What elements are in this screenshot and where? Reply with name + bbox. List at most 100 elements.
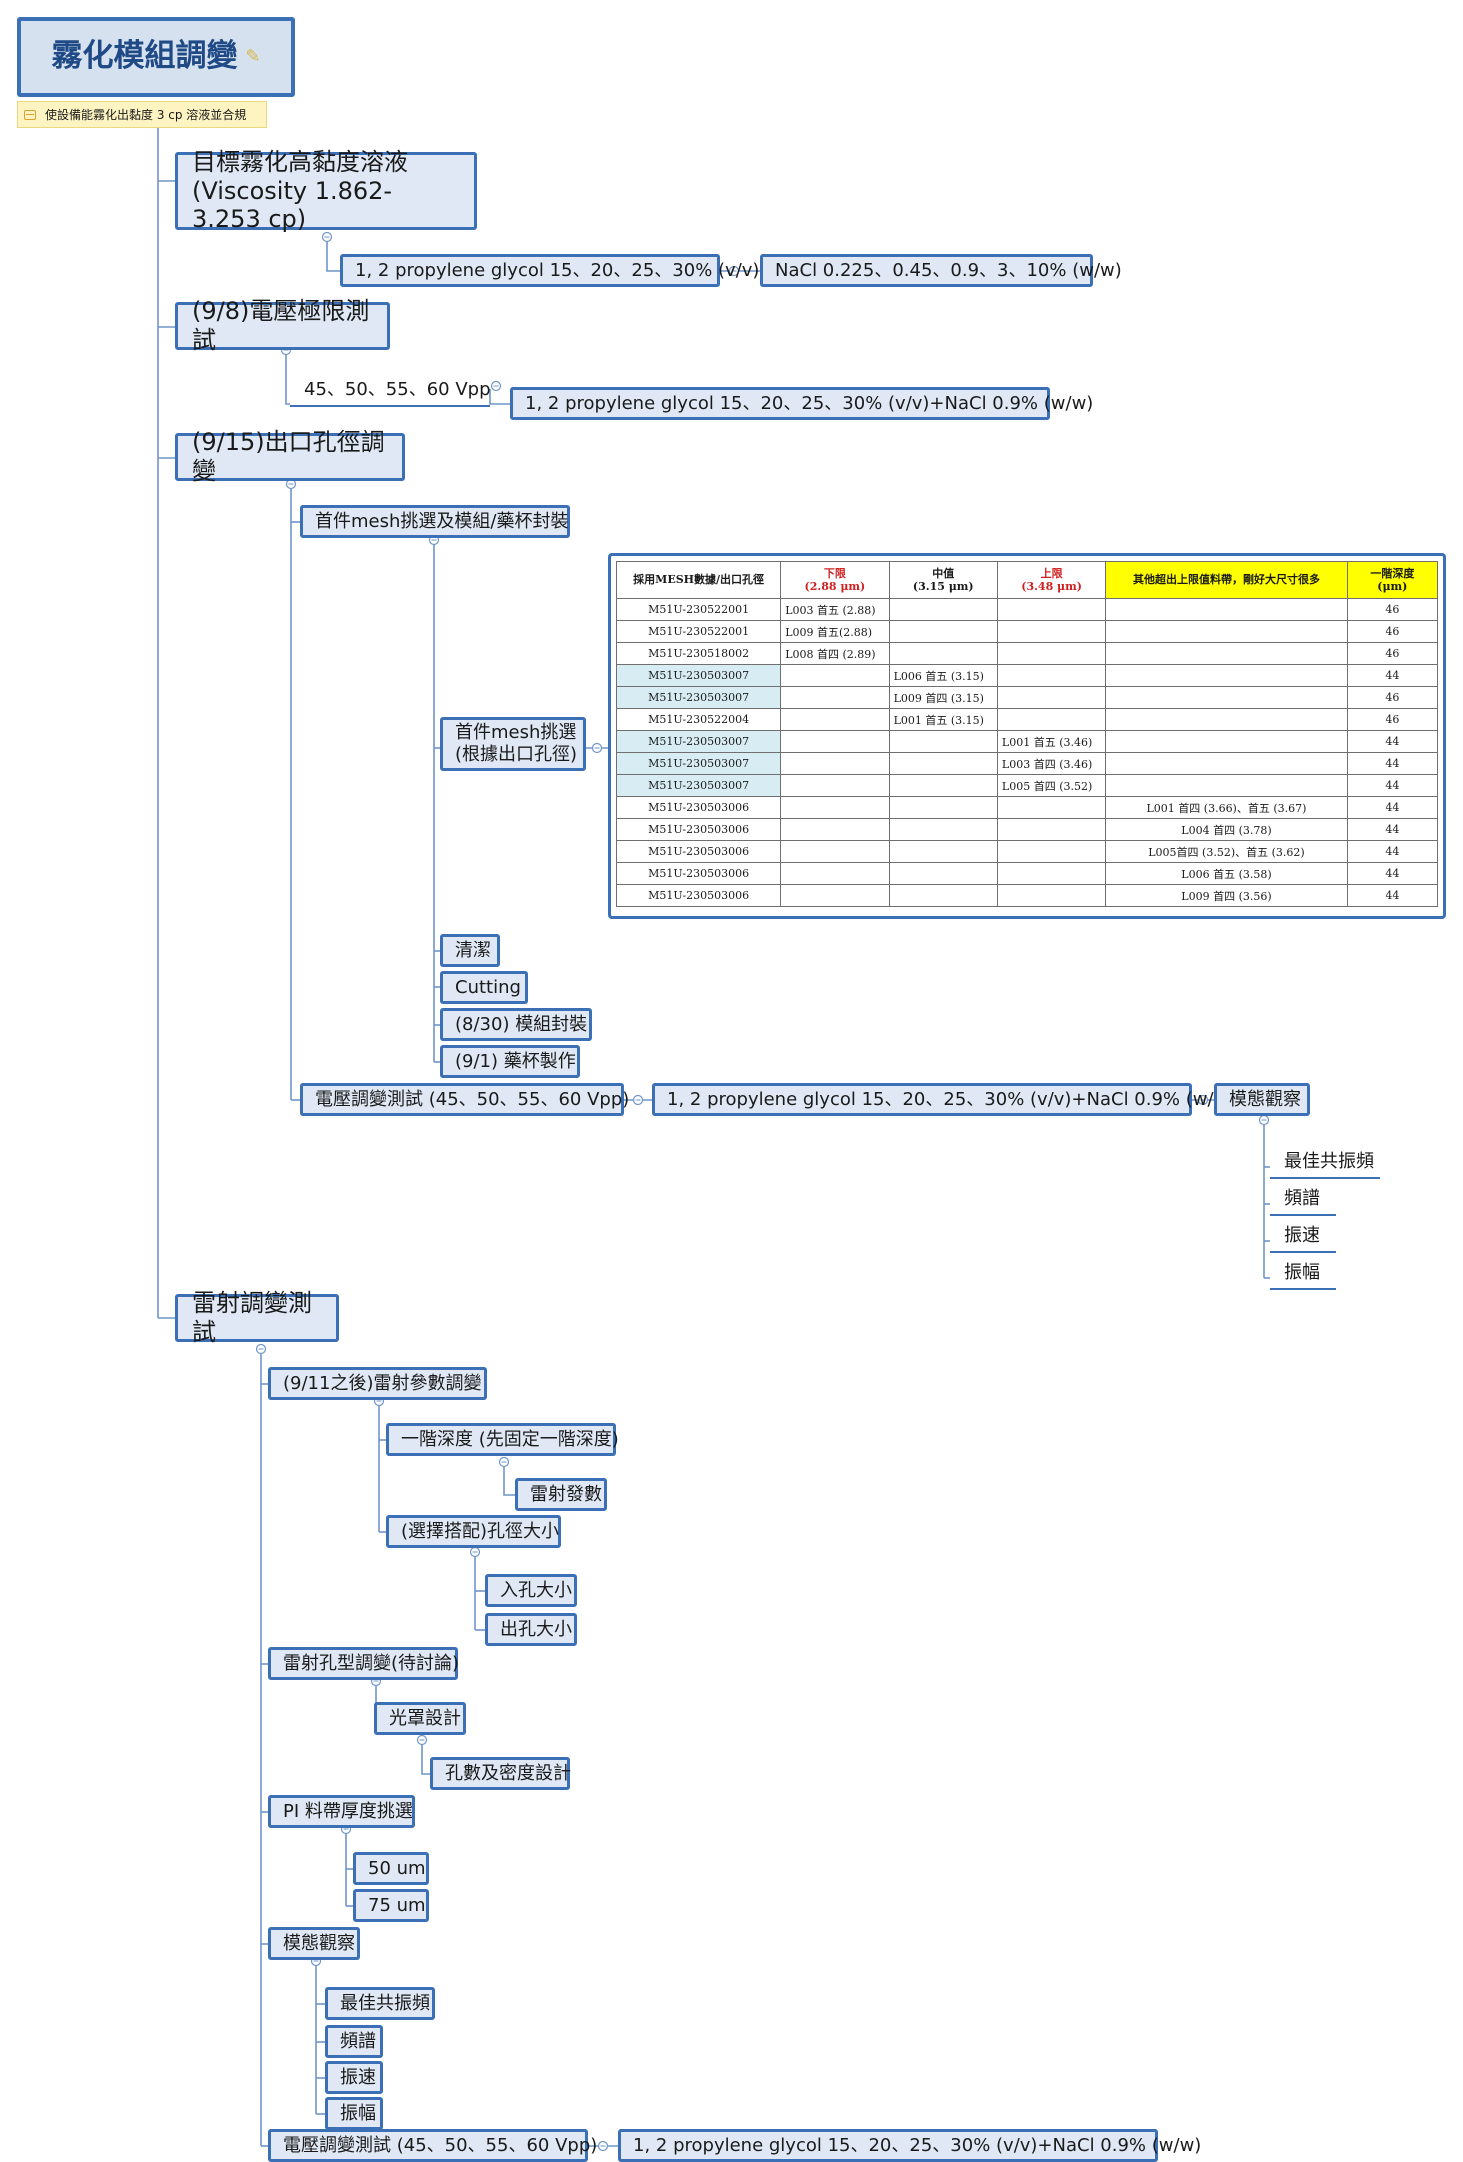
mesh-cell-mesh: M51U-230503006 xyxy=(615,796,782,819)
laser-node[interactable]: 雷射調變測試 xyxy=(175,1289,339,1346)
mesh-cell-upper xyxy=(996,686,1107,709)
aperture-modal: 模態觀察 xyxy=(1229,1088,1301,1110)
first-depth-node[interactable]: 一階深度 (先固定一階深度) xyxy=(386,1423,619,1456)
mesh-cell-mesh: M51U-230503006 xyxy=(615,840,782,863)
vpp-values: 45、50、55、60 Vpp xyxy=(304,379,491,400)
pi-50um-node[interactable]: 50 um xyxy=(353,1852,429,1885)
aperture-modal-amplitude[interactable]: 振幅 xyxy=(1270,1258,1336,1290)
aperture-solution-node[interactable]: 1, 2 propylene glycol 15、20、25、30% (v/v)… xyxy=(652,1083,1235,1116)
mesh-cell-mesh: M51U-230503007 xyxy=(615,730,782,753)
mesh-cell-other: L001 首四 (3.66)、首五 (3.67) xyxy=(1105,796,1348,819)
laser-param-node[interactable]: (9/11之後)雷射參數調變 xyxy=(268,1367,487,1400)
edit-icon[interactable]: ✎ xyxy=(245,46,261,68)
root-note-text: 使設備能霧化出黏度 3 cp 溶液並合規 xyxy=(45,108,247,122)
voltage-limit-solution-node[interactable]: 1, 2 propylene glycol 15、20、25、30% (v/v)… xyxy=(510,387,1093,420)
mesh-cell-upper xyxy=(996,884,1107,907)
aperture-modal-resonance[interactable]: 最佳共振頻 xyxy=(1270,1147,1380,1179)
first-article-node[interactable]: 首件mesh挑選及模組/藥杯封裝 xyxy=(300,505,570,538)
laser-voltage-test-node[interactable]: 電壓調變測試 (45、50、55、60 Vpp) xyxy=(268,2129,597,2162)
root-topic[interactable]: 霧化模組調變 ✎ xyxy=(17,17,295,97)
laser-modal-velocity-node[interactable]: 振速 xyxy=(325,2061,383,2094)
mesh-cell-mid xyxy=(888,840,998,863)
aperture-modal-resonance-text: 最佳共振頻 xyxy=(1284,1151,1374,1172)
laser-shots-node[interactable]: 雷射發數 xyxy=(515,1478,607,1511)
laser-modal-amplitude-node[interactable]: 振幅 xyxy=(325,2097,383,2130)
count-density-node[interactable]: 孔數及密度設計 xyxy=(430,1757,571,1790)
laser-modal-node[interactable]: 模態觀察 xyxy=(268,1927,360,1960)
aperture-node[interactable]: (9/15)出口孔徑調變 xyxy=(175,428,405,485)
mesh-table: 採用MESH數據/出口孔徑 下限 (2.88 μm) 中值 (3.15 μm) … xyxy=(615,561,1439,907)
mesh-header-upper: 上限 (3.48 μm) xyxy=(996,561,1107,599)
step-module-package-node[interactable]: (8/30) 模組封裝 xyxy=(440,1008,592,1041)
mesh-cell-other xyxy=(1105,664,1348,687)
pi-thickness: PI 料帶厚度挑選 xyxy=(283,1800,413,1822)
mesh-header-source: 採用MESH數據/出口孔徑 xyxy=(615,561,782,599)
step-cup-node[interactable]: (9/1) 藥杯製作 xyxy=(440,1045,580,1078)
mesh-cell-lower xyxy=(780,818,890,841)
mesh-table-row: M51U-230503006 L009 首四 (3.56)44 xyxy=(615,884,1439,907)
mesh-table-header: 採用MESH數據/出口孔徑 下限 (2.88 μm) 中值 (3.15 μm) … xyxy=(615,561,1439,599)
hole-type-node[interactable]: 雷射孔型調變(待討論) xyxy=(268,1647,460,1680)
mesh-cell-mid xyxy=(888,598,998,621)
aperture-modal-spectrum[interactable]: 頻譜 xyxy=(1270,1184,1336,1216)
vpp-values-node[interactable]: 45、50、55、60 Vpp xyxy=(290,375,491,407)
inlet-size-node[interactable]: 入孔大小 xyxy=(485,1574,577,1607)
outlet-size-node[interactable]: 出孔大小 xyxy=(485,1613,577,1646)
pi-75um-node[interactable]: 75 um xyxy=(353,1889,429,1922)
aperture-modal-node[interactable]: 模態觀察 xyxy=(1214,1083,1310,1116)
mesh-cell-depth: 46 xyxy=(1346,642,1439,665)
step-cup: (9/1) 藥杯製作 xyxy=(455,1050,576,1072)
hole-size-node[interactable]: (選擇搭配)孔徑大小 xyxy=(386,1515,561,1548)
mesh-cell-mesh: M51U-230522004 xyxy=(615,708,782,731)
pi-thickness-node[interactable]: PI 料帶厚度挑選 xyxy=(268,1795,415,1828)
mesh-cell-upper: L001 首五 (3.46) xyxy=(996,730,1107,753)
mesh-table-node[interactable]: 採用MESH數據/出口孔徑 下限 (2.88 μm) 中值 (3.15 μm) … xyxy=(608,553,1446,919)
hole-type: 雷射孔型調變(待討論) xyxy=(283,1652,460,1674)
mesh-cell-mid: L001 首五 (3.15) xyxy=(888,708,998,731)
mesh-cell-other xyxy=(1105,752,1348,775)
outlet-size: 出孔大小 xyxy=(500,1618,572,1640)
voltage-limit-label: (9/8)電壓極限測試 xyxy=(192,297,370,354)
mesh-header-mid: 中值 (3.15 μm) xyxy=(888,561,998,599)
mesh-cell-depth: 44 xyxy=(1346,862,1439,885)
target-viscosity-node[interactable]: 目標霧化高黏度溶液 (Viscosity 1.862-3.253 cp) xyxy=(175,148,477,233)
mesh-cell-lower: L008 首四 (2.89) xyxy=(780,642,890,665)
step-cleaning: 清潔 xyxy=(455,939,491,961)
laser-solution-node[interactable]: 1, 2 propylene glycol 15、20、25、30% (v/v)… xyxy=(618,2129,1201,2162)
target-pg-range-node[interactable]: 1, 2 propylene glycol 15、20、25、30% (v/v) xyxy=(340,254,759,287)
mesh-cell-mesh: M51U-230503006 xyxy=(615,884,782,907)
laser-modal-spectrum-node[interactable]: 頻譜 xyxy=(325,2025,383,2058)
step-cutting-node[interactable]: Cutting xyxy=(440,971,528,1004)
aperture-modal-velocity[interactable]: 振速 xyxy=(1270,1221,1336,1253)
mesh-cell-other: L006 首五 (3.58) xyxy=(1105,862,1348,885)
mesh-cell-other: L009 首四 (3.56) xyxy=(1105,884,1348,907)
mesh-select-node[interactable]: 首件mesh挑選 (根據出口孔徑) xyxy=(440,717,586,771)
mesh-cell-lower: L003 首五 (2.88) xyxy=(780,598,890,621)
step-cleaning-node[interactable]: 清潔 xyxy=(440,934,500,967)
voltage-limit-node[interactable]: (9/8)電壓極限測試 xyxy=(175,297,390,354)
aperture-voltage-test-node[interactable]: 電壓調變測試 (45、50、55、60 Vpp) xyxy=(300,1083,629,1116)
mesh-cell-mid xyxy=(888,620,998,643)
mesh-cell-mesh: M51U-230518002 xyxy=(615,642,782,665)
mesh-cell-upper xyxy=(996,862,1107,885)
laser-solution: 1, 2 propylene glycol 15、20、25、30% (v/v)… xyxy=(633,2134,1202,2156)
mesh-cell-other xyxy=(1105,774,1348,797)
root-note[interactable]: 使設備能霧化出黏度 3 cp 溶液並合規 xyxy=(17,101,267,128)
laser-modal-resonance: 最佳共振頻 xyxy=(340,1992,430,2014)
target-nacl-range-node[interactable]: NaCl 0.225、0.45、0.9、3、10% (w/w) xyxy=(760,254,1122,287)
mask-design-node[interactable]: 光罩設計 xyxy=(374,1702,466,1735)
mesh-cell-depth: 44 xyxy=(1346,884,1439,907)
aperture-voltage-test: 電壓調變測試 (45、50、55、60 Vpp) xyxy=(315,1088,630,1110)
laser-modal-resonance-node[interactable]: 最佳共振頻 xyxy=(325,1987,435,2020)
first-depth: 一階深度 (先固定一階深度) xyxy=(401,1428,619,1450)
mesh-cell-other xyxy=(1105,730,1348,753)
mesh-cell-depth: 44 xyxy=(1346,730,1439,753)
